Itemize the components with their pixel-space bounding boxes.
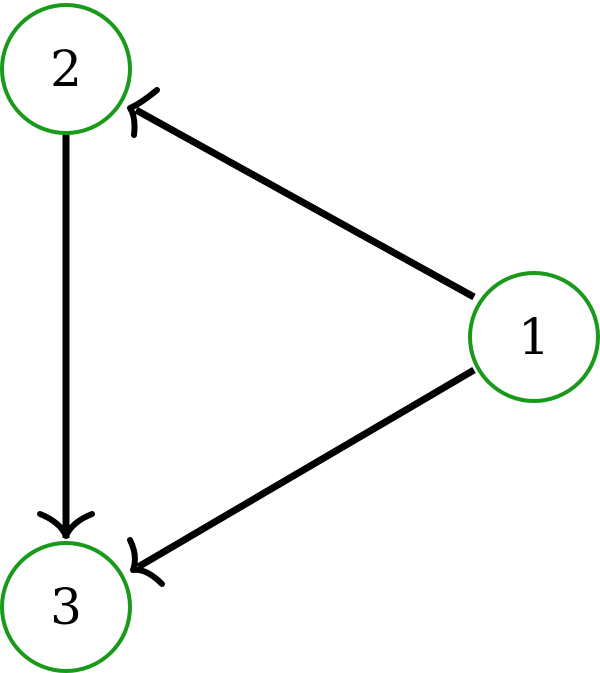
edge-2-to-3 <box>37 133 95 539</box>
node-1-label: 1 <box>518 308 550 366</box>
nodes-layer: 2 3 1 <box>0 3 600 673</box>
node-3-label: 3 <box>50 578 82 636</box>
node-2-label: 2 <box>50 40 82 98</box>
edge-1-to-2-arrowhead <box>127 87 160 138</box>
node-2-circle <box>0 3 132 135</box>
node-3: 3 <box>0 541 132 673</box>
edge-1-to-3-arrowhead <box>127 537 165 587</box>
edge-1-to-2 <box>127 87 476 301</box>
node-1-circle <box>468 271 600 403</box>
node-2: 2 <box>0 3 132 135</box>
edges-layer <box>37 87 476 587</box>
edge-1-to-2-line <box>134 106 476 301</box>
edge-2-to-3-arrowhead <box>37 511 95 539</box>
node-1: 1 <box>468 271 600 403</box>
node-3-circle <box>0 541 132 673</box>
edge-1-to-3-line <box>136 366 476 571</box>
edge-1-to-3 <box>127 366 476 587</box>
